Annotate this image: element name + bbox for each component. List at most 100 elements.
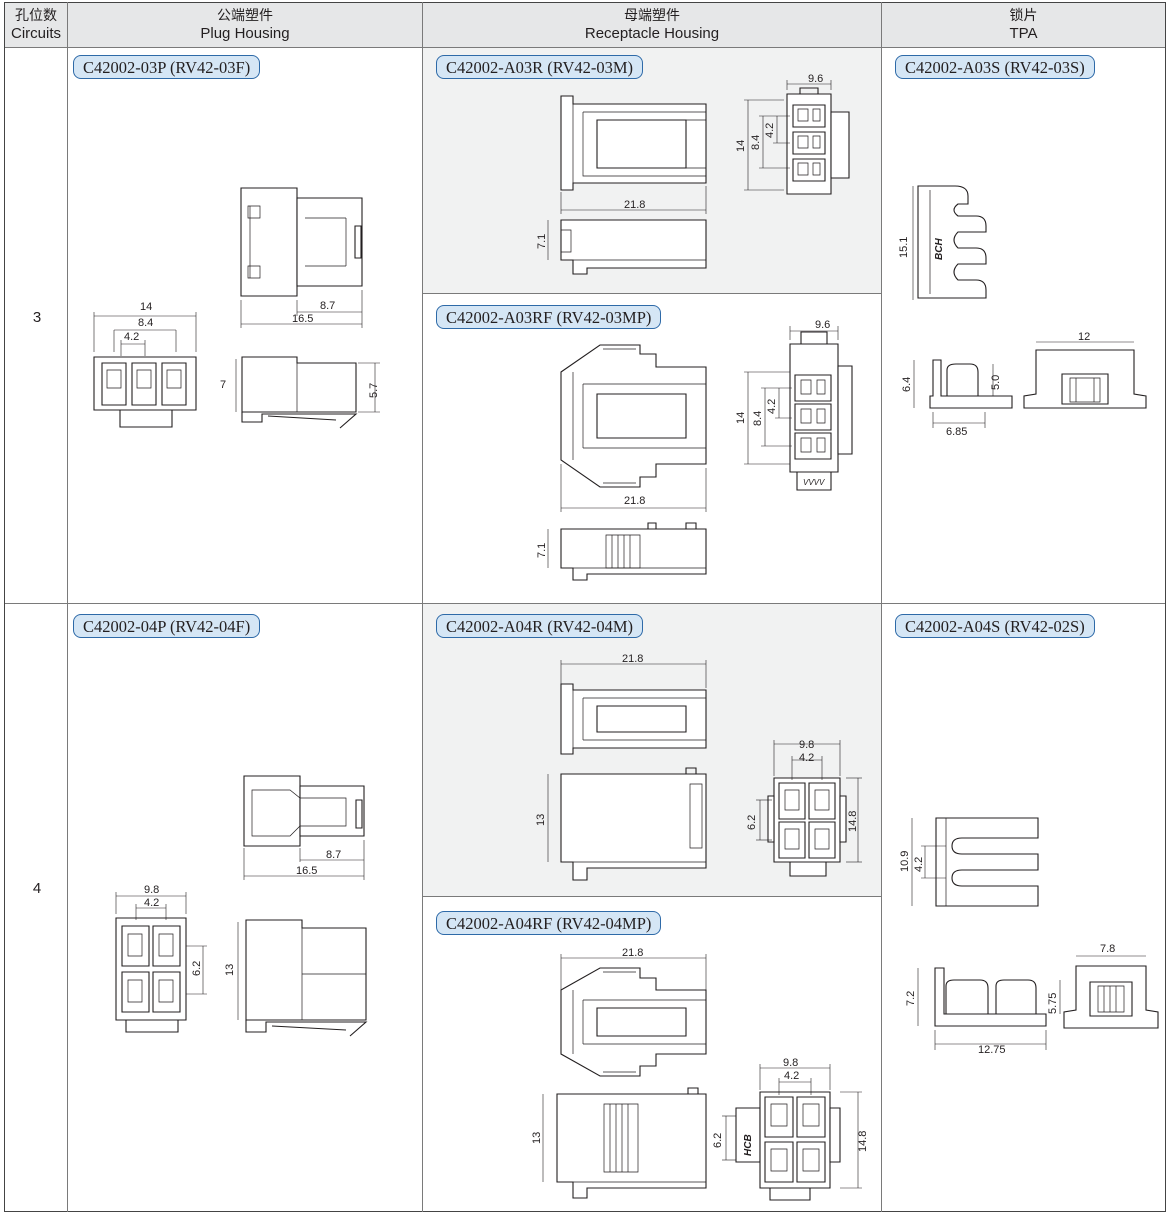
plug-3-dim-b: 4.2: [124, 331, 139, 343]
plug-3-front-view: [94, 312, 196, 427]
tpa-3-dim-side-h: 6.4: [901, 377, 913, 392]
tpa-4-top-view: [912, 818, 1038, 906]
receptacle-3b-dim-w: 9.6: [815, 319, 830, 331]
receptacle-3a-side-view: [548, 220, 706, 274]
tpa-3-top-view: [913, 186, 986, 300]
tpa-4-front-view: [1064, 956, 1158, 1028]
grid-col-2: [422, 2, 423, 1212]
part-label-plug-4: C42002-04P (RV42-04F): [73, 614, 261, 638]
receptacle-3b-mark: VVVV: [803, 478, 825, 487]
receptacle-4a-dim-w: 9.8: [799, 739, 814, 751]
tpa-4-dim-b: 4.2: [913, 857, 925, 872]
grid-row-divider: [4, 603, 1166, 604]
receptacle-4a-dim-h: 13: [535, 814, 547, 826]
plug-4-dim-d2: 16.5: [296, 865, 317, 877]
tpa-4-dim-h: 10.9: [899, 851, 911, 872]
receptacle-4b-dim-tall: 14.8: [857, 1131, 869, 1152]
tpa-4-dim-w: 7.8: [1100, 943, 1115, 955]
receptacle-4b-dim-w: 9.8: [783, 1057, 798, 1069]
receptacle-3a-dim-side: 7.1: [536, 234, 548, 249]
receptacle-4a-dim-b: 4.2: [799, 752, 814, 764]
receptacle-4a-dim-tall: 14.8: [847, 811, 859, 832]
header-plug: 公端塑件 Plug Housing: [68, 3, 422, 47]
tpa-3-dim-inner: 5.0: [990, 375, 1002, 390]
receptacle-3a-front-view: [744, 80, 849, 194]
plug-4-front-view: [116, 892, 207, 1032]
receptacle-3b-dim-side: 7.1: [536, 543, 548, 558]
tpa-3-dim-w: 12: [1078, 331, 1090, 343]
plug-cell-3: [68, 48, 422, 603]
grid-sub-divider-3: [423, 293, 881, 294]
receptacle-3b-front-view: [744, 326, 852, 490]
header-receptacle-en: Receptacle Housing: [584, 25, 720, 42]
header-tpa: 锁片 TPA: [882, 3, 1165, 47]
part-label-tpa-3: C42002-A03S (RV42-03S): [895, 55, 1095, 79]
receptacle-4a-dim-a: 6.2: [746, 815, 758, 830]
receptacle-4a-dim-len: 21.8: [622, 653, 643, 665]
plug-3-dim-w: 14: [140, 301, 152, 313]
receptacle-4a-top-view: [561, 660, 706, 754]
receptacle-3a-dim-h: 14: [735, 140, 747, 152]
tpa-4-dim-inner: 5.75: [1047, 993, 1059, 1014]
plug-4-dim-h: 13: [224, 964, 236, 976]
plug-4-dim-d1: 8.7: [326, 849, 341, 861]
tpa-4-side-view: [918, 968, 1060, 1050]
grid-sub-divider-4: [423, 896, 881, 897]
header-circuits: 孔位数 Circuits: [5, 3, 67, 47]
plug-3-top-view: [241, 188, 362, 328]
tpa-cell-3: [882, 48, 1165, 603]
grid-header-bottom: [4, 47, 1166, 48]
plug-4-side-view: [238, 920, 366, 1036]
header-tpa-en: TPA: [1009, 25, 1038, 42]
part-label-receptacle-3a: C42002-A03R (RV42-03M): [436, 55, 644, 79]
plug-3-dim-a: 8.4: [138, 317, 153, 329]
receptacle-4b-front-view: [722, 1064, 862, 1200]
tpa-3-side-view: [914, 360, 1012, 428]
part-label-receptacle-3b: C42002-A03RF (RV42-03MP): [436, 305, 662, 329]
tpa-3-front-view: [1024, 342, 1146, 408]
circuits-value-3: 3: [32, 309, 42, 326]
header-circuits-en: Circuits: [10, 25, 61, 42]
header-circuits-zh: 孔位数: [15, 8, 57, 24]
receptacle-3a-dim-len: 21.8: [624, 199, 645, 211]
receptacle-3a-dim-a: 8.4: [750, 135, 762, 150]
part-label-plug-3: C42002-03P (RV42-03F): [73, 55, 261, 79]
plug-3-side-view: [236, 357, 380, 428]
receptacle-3b-dim-len: 21.8: [624, 495, 645, 507]
receptacle-3a-dim-b: 4.2: [764, 123, 776, 138]
receptacle-4b-dim-len: 21.8: [622, 947, 643, 959]
header-receptacle: 母端塑件 Receptacle Housing: [423, 3, 881, 47]
receptacle-4b-mark: HCB: [743, 1134, 754, 1156]
header-plug-en: Plug Housing: [200, 25, 290, 42]
plug-4-dim-a: 6.2: [191, 961, 203, 976]
plug-4-dim-w: 9.8: [144, 884, 159, 896]
receptacle-4b-side-view: [543, 1088, 706, 1198]
plug-3-dim-h: 7: [220, 379, 226, 391]
grid-col-1: [67, 2, 68, 1212]
receptacle-3b-dim-b: 4.2: [766, 399, 778, 414]
receptacle-3b-top-view: [561, 345, 706, 512]
plug-cell-4: [68, 604, 422, 1211]
grid-top: [4, 2, 1166, 3]
plug-3-dim-d2: 16.5: [292, 313, 313, 325]
tpa-3-dim-h: 15.1: [898, 237, 910, 258]
plug-3-dim-d1: 8.7: [320, 300, 335, 312]
plug-4-top-view: [244, 776, 364, 880]
grid-right: [1165, 2, 1166, 1212]
header-tpa-zh: 锁片: [1009, 8, 1038, 24]
tpa-4-dim-base: 12.75: [978, 1044, 1006, 1056]
receptacle-3b-side-view: [548, 523, 706, 580]
grid-bottom: [4, 1211, 1166, 1212]
receptacle-3a-top-view: [561, 96, 706, 214]
receptacle-3b-dim-a: 8.4: [752, 411, 764, 426]
